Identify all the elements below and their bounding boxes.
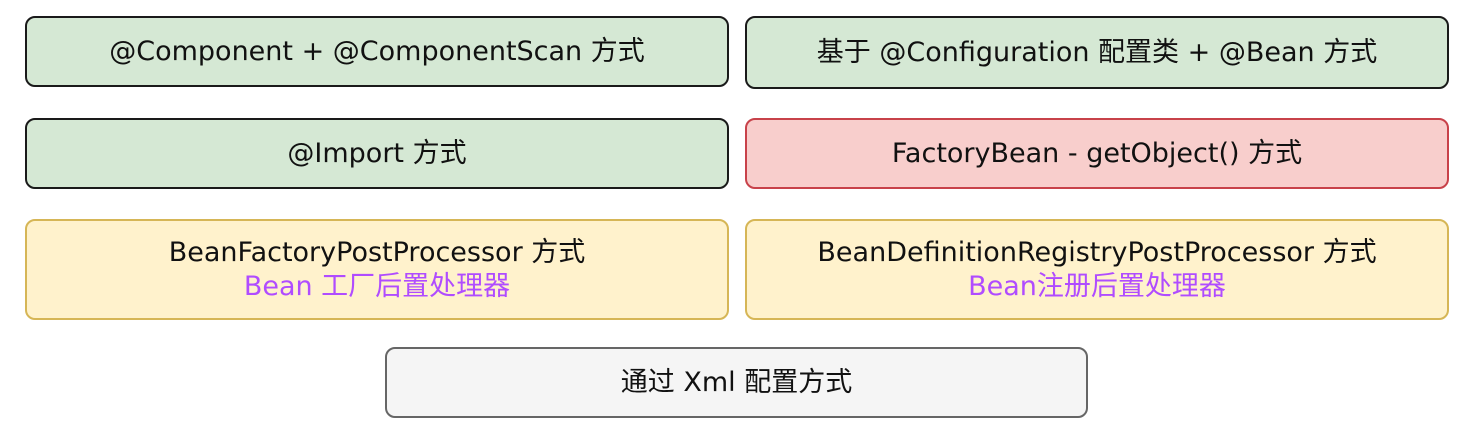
bean-factory-post-processor-sublabel: Bean 工厂后置处理器 bbox=[243, 270, 511, 302]
bean-definition-registry-post-processor-label: BeanDefinitionRegistryPostProcessor 方式 bbox=[817, 236, 1377, 268]
component-scan-label: @Component + @ComponentScan 方式 bbox=[109, 35, 645, 67]
factory-bean-label: FactoryBean - getObject() 方式 bbox=[891, 137, 1303, 169]
import-label: @Import 方式 bbox=[287, 137, 467, 169]
bean-definition-registry-post-processor-sublabel: Bean注册后置处理器 bbox=[968, 270, 1226, 302]
import-box: @Import 方式 bbox=[25, 118, 729, 189]
xml-config-label: 通过 Xml 配置方式 bbox=[620, 366, 853, 398]
bean-factory-post-processor-label: BeanFactoryPostProcessor 方式 bbox=[168, 236, 586, 268]
configuration-bean-label: 基于 @Configuration 配置类 + @Bean 方式 bbox=[816, 36, 1378, 68]
xml-config-box: 通过 Xml 配置方式 bbox=[385, 347, 1088, 418]
bean-definition-registry-post-processor-box: BeanDefinitionRegistryPostProcessor 方式 B… bbox=[745, 219, 1449, 320]
component-scan-box: @Component + @ComponentScan 方式 bbox=[25, 16, 729, 87]
configuration-bean-box: 基于 @Configuration 配置类 + @Bean 方式 bbox=[745, 16, 1449, 89]
bean-factory-post-processor-box: BeanFactoryPostProcessor 方式 Bean 工厂后置处理器 bbox=[25, 219, 729, 320]
factory-bean-box: FactoryBean - getObject() 方式 bbox=[745, 118, 1449, 189]
